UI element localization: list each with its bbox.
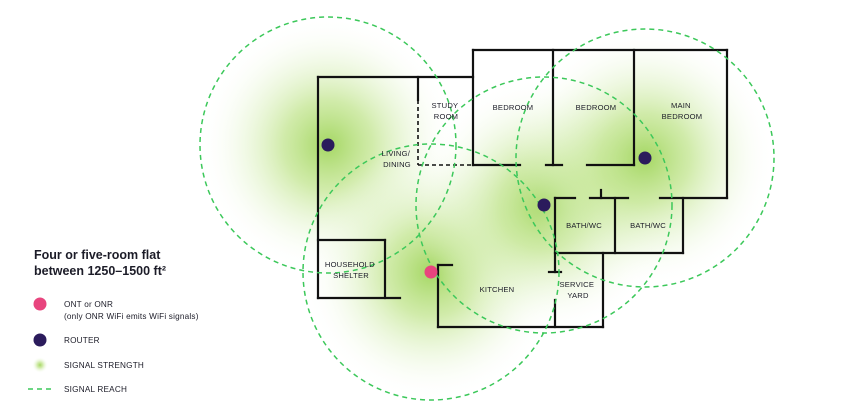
room-label-line: LIVING/ [382, 149, 411, 158]
room-label-line: BEDROOM [662, 112, 703, 121]
room-label-bath-wc: BATH/WC [566, 221, 602, 230]
room-label-main-bedroom: MAIN BEDROOM [662, 101, 703, 121]
signal-strength-areas [200, 17, 774, 400]
ont-dot-icon [33, 297, 47, 311]
ont-dot-icon [424, 265, 438, 279]
router-dot-icon [33, 333, 47, 347]
room-label-line: ROOM [434, 112, 458, 121]
legend-title-line: between 1250–1500 ft² [34, 264, 166, 278]
room-label-line: SERVICE [560, 280, 595, 289]
legend-item-label: SIGNAL STRENGTH [64, 361, 144, 370]
devices [321, 138, 652, 279]
legend-item-label: ROUTER [64, 336, 100, 345]
router-dot-icon [537, 198, 551, 212]
room-label-study-room: STUDY ROOM [432, 101, 461, 121]
room-label-service-yard: SERVICE YARD [560, 280, 597, 300]
signal-reach-circles [199, 16, 775, 401]
legend-item-router: ROUTER [33, 333, 100, 347]
legend-title-line: Four or five-room flat [34, 248, 161, 262]
room-label-bath-wc: BATH/WC [630, 221, 666, 230]
legend-item-signal-reach: SIGNAL REACH [28, 385, 127, 394]
signal-reach-circle [199, 16, 457, 274]
room-label-household-shelter: HOUSEHOLD SHELTER [325, 260, 377, 280]
router-dot-icon [321, 138, 335, 152]
legend-label-line: (only ONR WiFi emits WiFi signals) [64, 312, 199, 321]
room-label-line: DINING [383, 160, 411, 169]
walls [316, 48, 729, 329]
legend-item-label: SIGNAL REACH [64, 385, 127, 394]
room-label-bedroom: BEDROOM [576, 103, 617, 112]
signal-strength-icon [32, 357, 48, 373]
legend-item-label: ONT or ONR (only ONR WiFi emits WiFi sig… [64, 300, 199, 321]
room-label-kitchen: KITCHEN [480, 285, 515, 294]
room-label-bedroom: BEDROOM [493, 103, 534, 112]
legend: Four or five-room flat between 1250–1500… [28, 248, 199, 394]
room-label-line: SHELTER [333, 271, 369, 280]
signal-reach-circle [515, 28, 775, 288]
room-label-living-dining: LIVING/ DINING [382, 149, 413, 169]
room-label-line: MAIN [671, 101, 691, 110]
legend-item-ont: ONT or ONR (only ONR WiFi emits WiFi sig… [33, 297, 199, 321]
room-label-line: HOUSEHOLD [325, 260, 375, 269]
legend-item-signal-strength: SIGNAL STRENGTH [32, 357, 144, 373]
signal-reach-circle [415, 76, 673, 334]
router-dot-icon [638, 151, 652, 165]
legend-title: Four or five-room flat between 1250–1500… [34, 248, 166, 278]
room-label-line: YARD [567, 291, 589, 300]
room-label-line: STUDY [432, 101, 459, 110]
legend-label-line: ONT or ONR [64, 300, 113, 309]
signal-reach-circle [302, 143, 560, 401]
room-labels: STUDY ROOM BEDROOM BEDROOM MAIN BEDROOM … [325, 101, 702, 300]
